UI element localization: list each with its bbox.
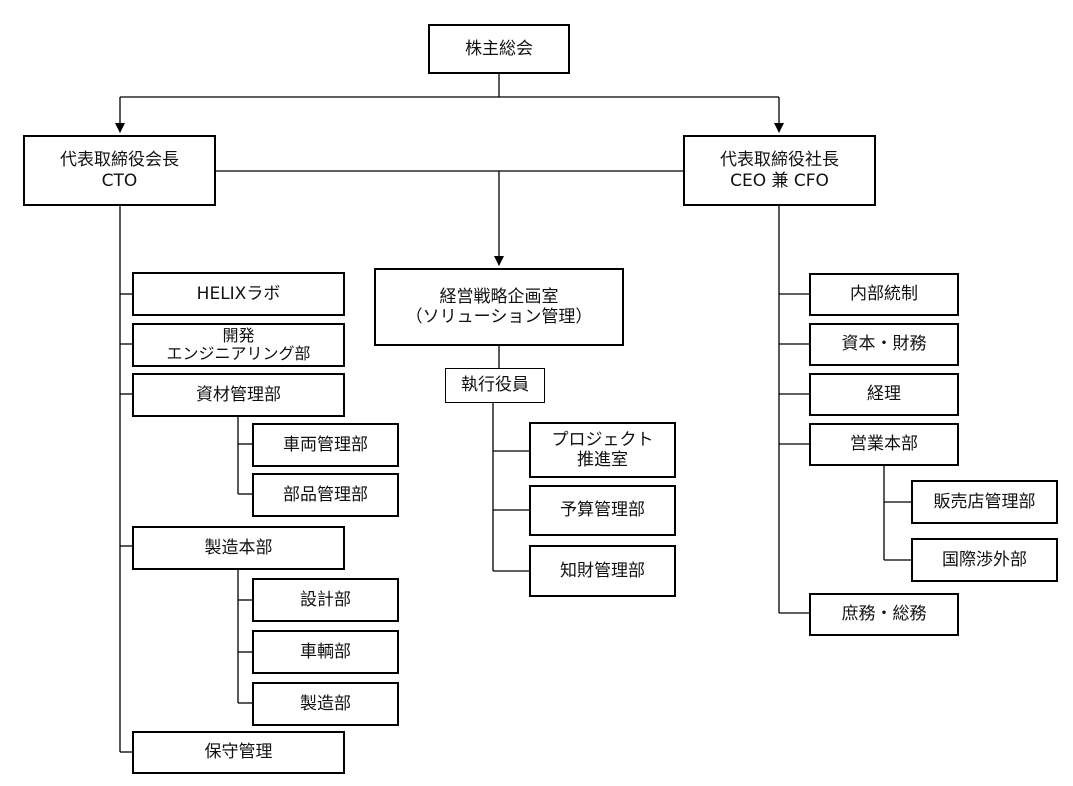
node-ip-management: 知財管理部 bbox=[529, 545, 676, 597]
node-shareholders-meeting: 株主総会 bbox=[428, 24, 570, 74]
node-executive-officers: 執行役員 bbox=[445, 368, 545, 403]
node-budget-management: 予算管理部 bbox=[529, 485, 676, 536]
node-international-affairs: 国際渉外部 bbox=[911, 538, 1058, 582]
node-sales-hq: 営業本部 bbox=[809, 423, 959, 466]
node-general-affairs: 庶務・総務 bbox=[809, 593, 959, 636]
node-vehicle-management: 車両管理部 bbox=[252, 423, 399, 467]
node-manufacturing-dept: 製造部 bbox=[252, 682, 399, 726]
node-manufacturing-hq: 製造本部 bbox=[132, 526, 345, 570]
node-helix-lab: HELIXラボ bbox=[132, 272, 345, 316]
node-dev-engineering: 開発 エンジニアリング部 bbox=[132, 323, 345, 367]
node-vehicle-dept: 車輌部 bbox=[252, 630, 399, 674]
node-strategy-office: 経営戦略企画室 （ソリューション管理） bbox=[374, 268, 624, 346]
node-design-dept: 設計部 bbox=[252, 578, 399, 622]
node-internal-control: 内部統制 bbox=[809, 273, 959, 316]
node-maintenance: 保守管理 bbox=[132, 731, 345, 774]
node-dealer-management: 販売店管理部 bbox=[911, 480, 1058, 524]
node-chairman-cto: 代表取締役会長 CTO bbox=[23, 135, 216, 206]
node-parts-management: 部品管理部 bbox=[252, 473, 399, 517]
node-capital-finance: 資本・財務 bbox=[809, 323, 959, 366]
node-materials-management: 資材管理部 bbox=[132, 373, 345, 417]
node-project-office: プロジェクト 推進室 bbox=[529, 422, 676, 478]
node-president-ceo-cfo: 代表取締役社長 CEO 兼 CFO bbox=[683, 135, 876, 206]
node-accounting: 経理 bbox=[809, 373, 959, 416]
